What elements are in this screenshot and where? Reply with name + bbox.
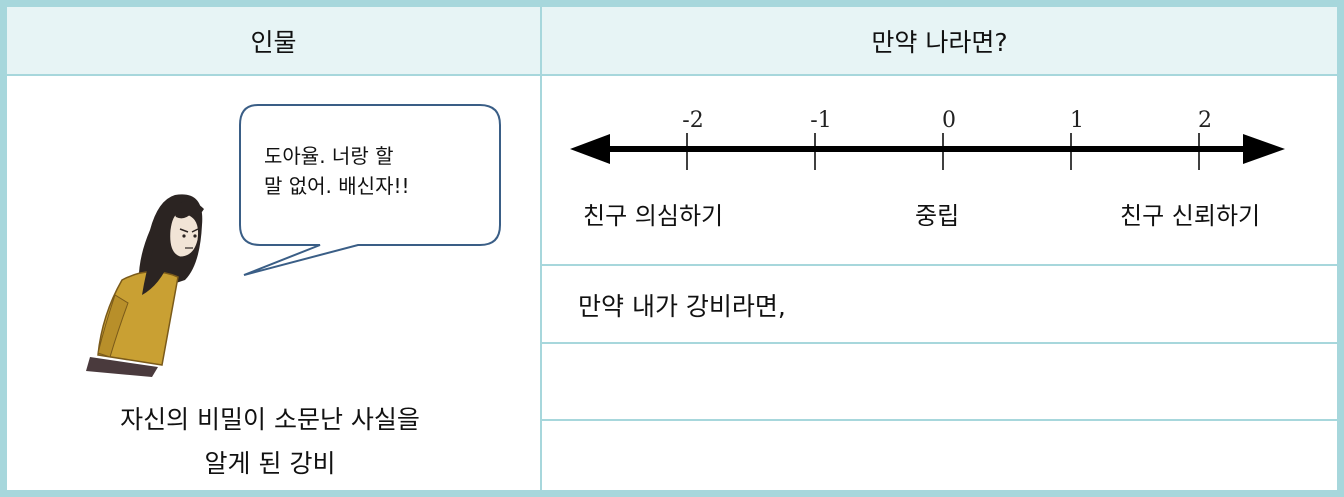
girl-illustration: [86, 194, 204, 377]
column-divider: [540, 7, 542, 490]
answer-line-2[interactable]: [542, 421, 1337, 489]
caption-line-2: 알게 된 강비: [204, 449, 336, 478]
header-character: 인물: [7, 7, 540, 74]
row-divider: [542, 419, 1337, 421]
scale-tick-label: 1: [1070, 108, 1084, 133]
speech-line-1: 도아율. 너랑 할: [264, 144, 394, 168]
character-caption: 자신의 비밀이 소문난 사실을 알게 된 강비: [7, 398, 533, 486]
header-character-label: 인물: [250, 27, 297, 57]
speech-text: 도아율. 너랑 할 말 없어. 배신자!!: [264, 141, 410, 201]
reflection-prompt: 만약 내가 강비라면,: [578, 292, 786, 321]
row-divider: [542, 342, 1337, 344]
scale-right-label: 친구 신뢰하기: [1120, 202, 1261, 230]
attitude-scale: -2 -1 0 1 2: [570, 108, 1285, 170]
scale-tick-label: -1: [810, 108, 831, 133]
scale-tick-label: 2: [1198, 108, 1212, 133]
header-divider: [7, 74, 1337, 76]
arrow-left-icon: [570, 134, 610, 164]
speech-line-2: 말 없어. 배신자!!: [264, 174, 410, 198]
scale-tick-label: 0: [942, 108, 956, 133]
header-if-i-were: 만약 나라면?: [542, 7, 1337, 74]
row-divider: [542, 264, 1337, 266]
answer-line-1[interactable]: [542, 344, 1337, 412]
scale-center-label: 중립: [915, 202, 960, 230]
arrow-right-icon: [1243, 134, 1285, 164]
scale-tick-label: -2: [682, 108, 703, 133]
speech-bubble: [239, 104, 501, 276]
scale-left-label: 친구 의심하기: [583, 202, 724, 230]
header-if-i-were-label: 만약 나라면?: [871, 27, 1008, 57]
caption-line-1: 자신의 비밀이 소문난 사실을: [120, 405, 420, 434]
